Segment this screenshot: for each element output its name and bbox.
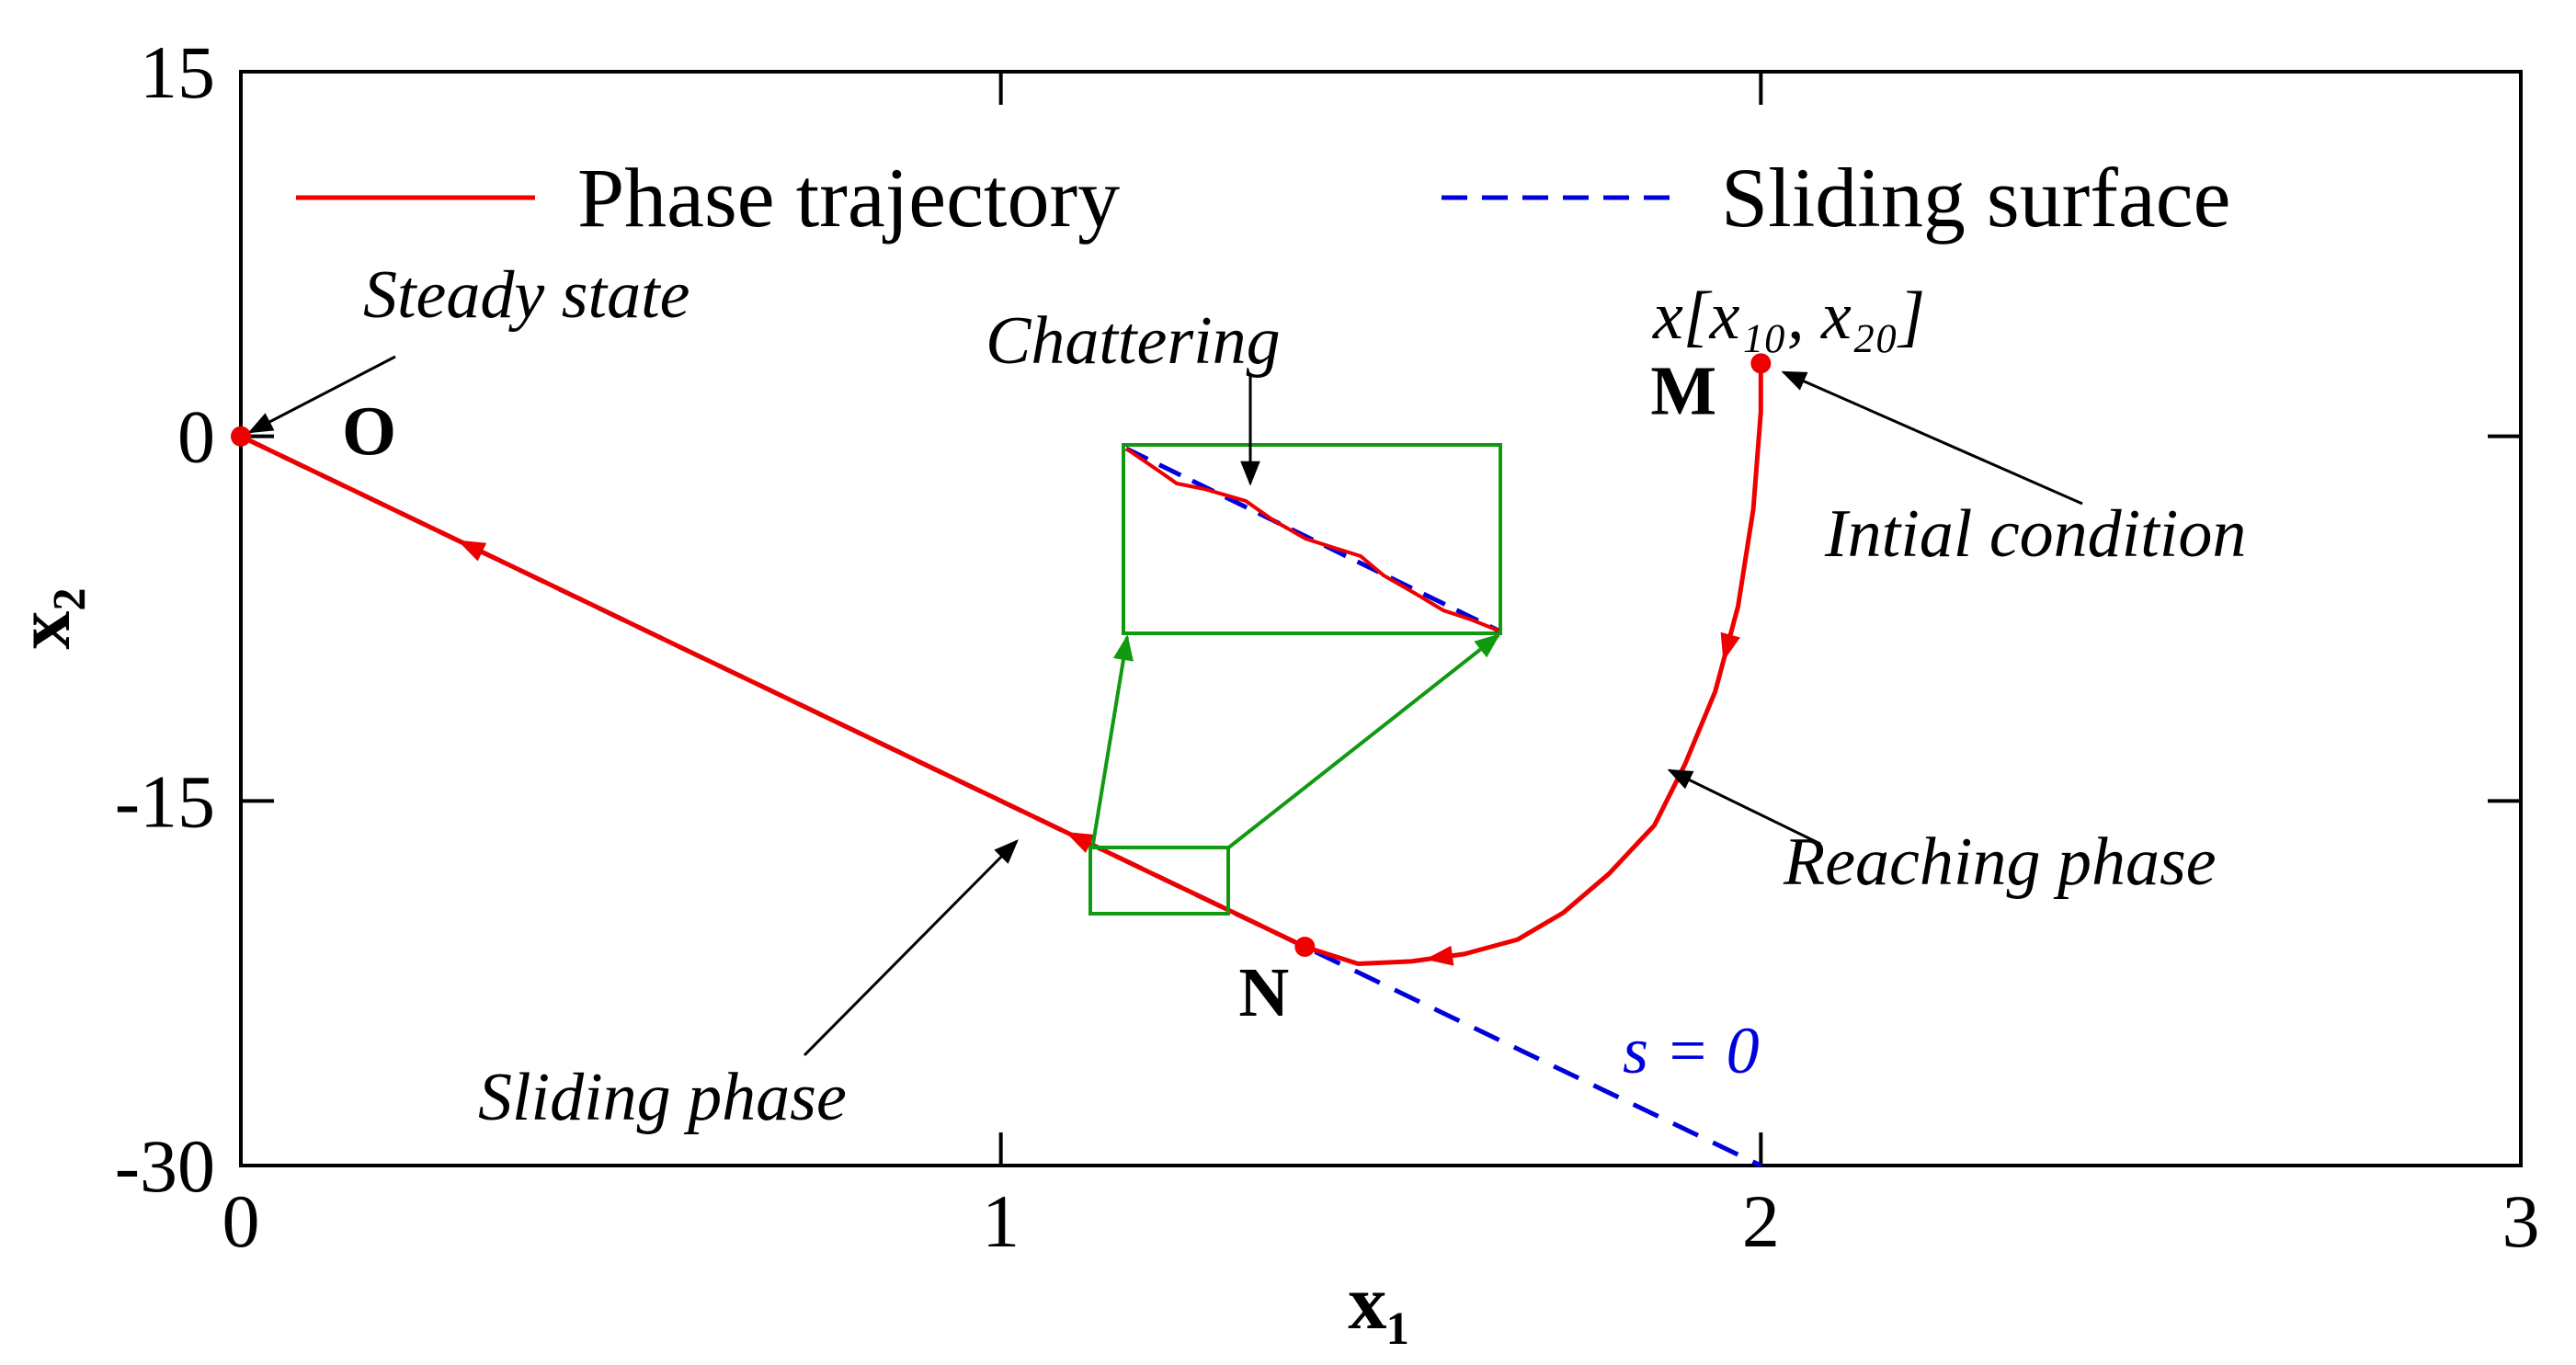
point-n-label: N	[1238, 954, 1289, 1031]
zoom-connector-left	[1090, 634, 1134, 850]
trajectory-direction-arrow	[457, 540, 487, 562]
sliding-phase-label: Sliding phase	[478, 1060, 847, 1135]
steady-state-arrow	[247, 355, 396, 434]
inset-chattering-trajectory	[1124, 447, 1499, 632]
chattering-inset	[1089, 443, 1502, 916]
x-axis-title: x₁	[1348, 1260, 1409, 1346]
trajectory-direction-arrow	[1065, 831, 1095, 853]
initial-condition-label: Intial condition	[1824, 496, 2246, 572]
legend-label-sliding-surface: Sliding surface	[1721, 151, 2230, 245]
reaching-phase-arrow	[1667, 768, 1821, 846]
legend: Phase trajectory Sliding surface	[296, 151, 2230, 245]
point-o-label: O	[342, 393, 396, 471]
sliding-phase-arrow	[803, 839, 1019, 1057]
zoom-inset-box	[1122, 443, 1502, 635]
x-tick-label: 3	[2502, 1179, 2540, 1263]
trajectory-direction-arrow	[1425, 945, 1454, 966]
key-points: O M N	[231, 352, 1772, 1031]
x-tick-label: 2	[1742, 1179, 1780, 1263]
reaching-phase-label: Reaching phase	[1783, 825, 2217, 900]
chattering-label: Chattering	[986, 303, 1281, 379]
surface-equation-label: s = 0	[1623, 1014, 1760, 1087]
axis-ticks: 0 1 2 3 15 0 -15 -30	[115, 30, 2540, 1263]
plot-frame	[239, 70, 2523, 1167]
initial-condition-arrow	[1781, 370, 2083, 506]
point-o-marker	[231, 426, 251, 447]
point-m-label: M	[1650, 352, 1716, 429]
legend-label-phase-trajectory: Phase trajectory	[577, 151, 1120, 245]
phase-trajectory-line	[238, 360, 1763, 966]
zoom-connector-right	[1225, 633, 1501, 851]
steady-state-label: Steady state	[363, 257, 690, 333]
y-tick-label: 0	[177, 395, 215, 479]
series-layer	[238, 360, 1763, 1168]
point-m-marker	[1750, 353, 1772, 374]
y-tick-label: -15	[115, 759, 215, 843]
y-tick-label: 15	[140, 30, 215, 114]
trajectory-direction-arrow	[1720, 631, 1740, 662]
x-tick-label: 1	[982, 1179, 1020, 1263]
y-tick-label: -30	[115, 1124, 215, 1208]
x-tick-label: 0	[222, 1179, 260, 1263]
initial-point-label: x[x₁₀, x₂₀]	[1652, 279, 1925, 354]
zoom-source-box	[1089, 846, 1230, 916]
y-axis-title: x₂	[1, 587, 86, 649]
point-n-marker	[1294, 937, 1316, 957]
annotations: Steady state Chattering x[x₁₀, x₂₀] Inti…	[247, 257, 2246, 1135]
